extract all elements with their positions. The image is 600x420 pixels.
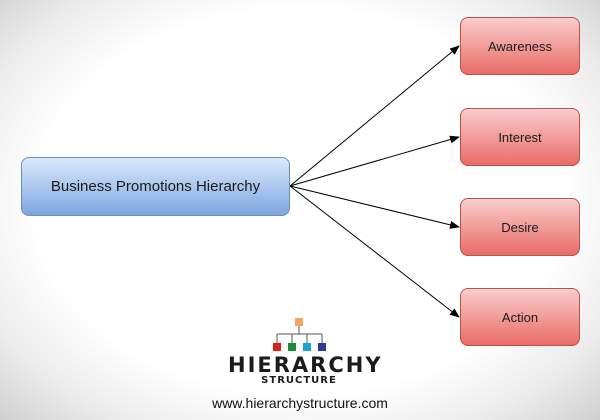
child-node-label: Desire <box>501 219 539 235</box>
child-node-action[interactable]: Action <box>460 288 580 346</box>
connector-action <box>289 185 460 318</box>
child-node-desire[interactable]: Desire <box>460 198 580 256</box>
logo-subtitle: STRUCTURE <box>261 375 337 386</box>
child-node-label: Interest <box>498 129 542 145</box>
child-node-label: Awareness <box>487 38 553 54</box>
child-node-awareness[interactable]: Awareness <box>460 17 580 75</box>
connector-interest <box>289 135 460 187</box>
connector-awareness <box>289 45 460 187</box>
child-node-label: Action <box>501 309 539 325</box>
hierarchy-logo-icon <box>273 318 326 351</box>
website-url-link[interactable]: www.hierarchystructure.com <box>212 395 388 411</box>
root-node-label: Business Promotions Hierarchy <box>50 178 261 195</box>
connector-desire <box>289 185 460 229</box>
root-node[interactable]: Business Promotions Hierarchy <box>21 157 290 216</box>
logo-wordmark: HIERARCHY <box>228 353 383 377</box>
hierarchy-structure-logo: HIERARCHY STRUCTURE <box>228 316 383 386</box>
child-node-interest[interactable]: Interest <box>460 108 580 166</box>
